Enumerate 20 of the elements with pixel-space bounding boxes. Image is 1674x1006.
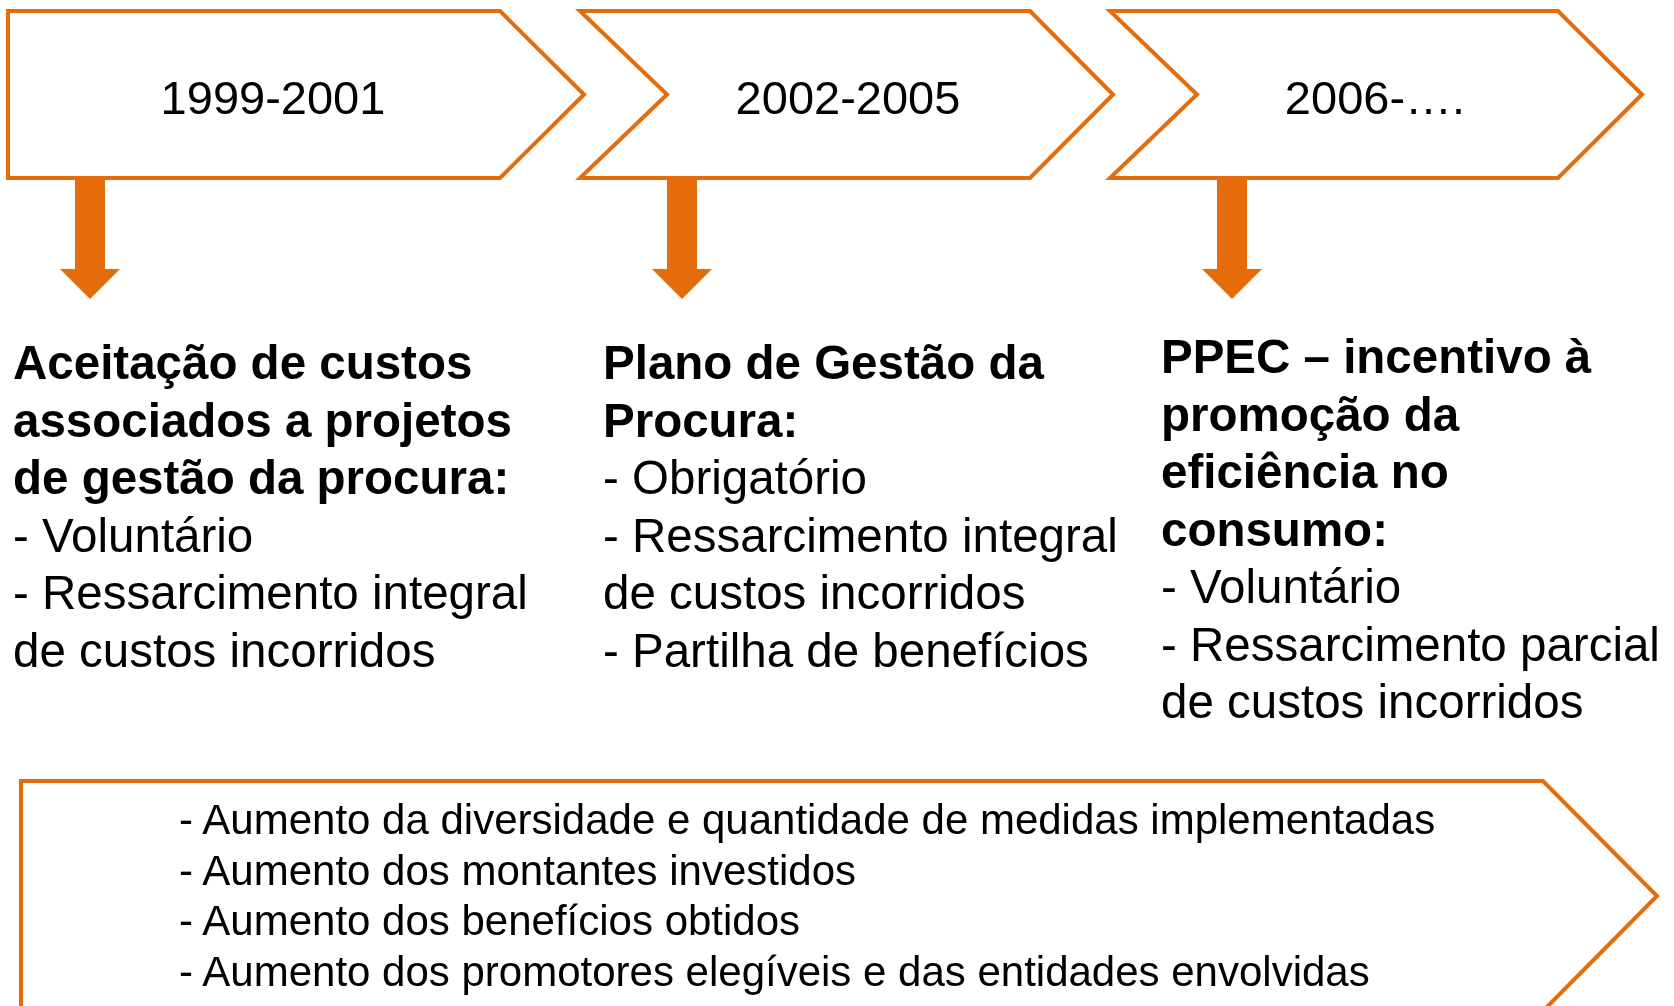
list-item: - Ressarcimento integral de custos incorridos	[603, 507, 1119, 621]
list-item: - Aumento da diversidade e quantidade de medidas implementadas	[179, 795, 1436, 845]
period-label: 1999-2001	[160, 69, 386, 125]
list-item: - Voluntário	[1161, 559, 1403, 615]
heading: PPEC – incentivo à promoção da eficiência no consumo:	[1161, 329, 1593, 558]
heading: Aceitação de custos associados a projetos de gestão da procura:	[13, 335, 513, 506]
arrow	[1202, 178, 1262, 299]
list-item: - Aumento dos montantes investidos	[179, 845, 858, 896]
list-item: - Ressarcimento parcial de custos incorridos	[1161, 616, 1661, 730]
list-item: - Obrigatório	[603, 450, 868, 506]
list-item: - Aumento dos promotores elegíveis e das entidades envolvidas	[179, 946, 1371, 997]
list-item: - Aumento dos benefícios obtidos	[179, 896, 802, 946]
heading: Plano de Gestão da Procura:	[603, 335, 1046, 449]
list-item: - Voluntário	[13, 507, 255, 564]
arrow	[652, 178, 712, 299]
period-label: 2006-….	[1284, 69, 1466, 125]
list-item: - Ressarcimento integral de custos incorridos	[13, 565, 529, 679]
arrow	[60, 178, 120, 299]
period-label: 2002-2005	[735, 69, 961, 125]
list-item: - Partilha de benefícios	[603, 622, 1090, 679]
